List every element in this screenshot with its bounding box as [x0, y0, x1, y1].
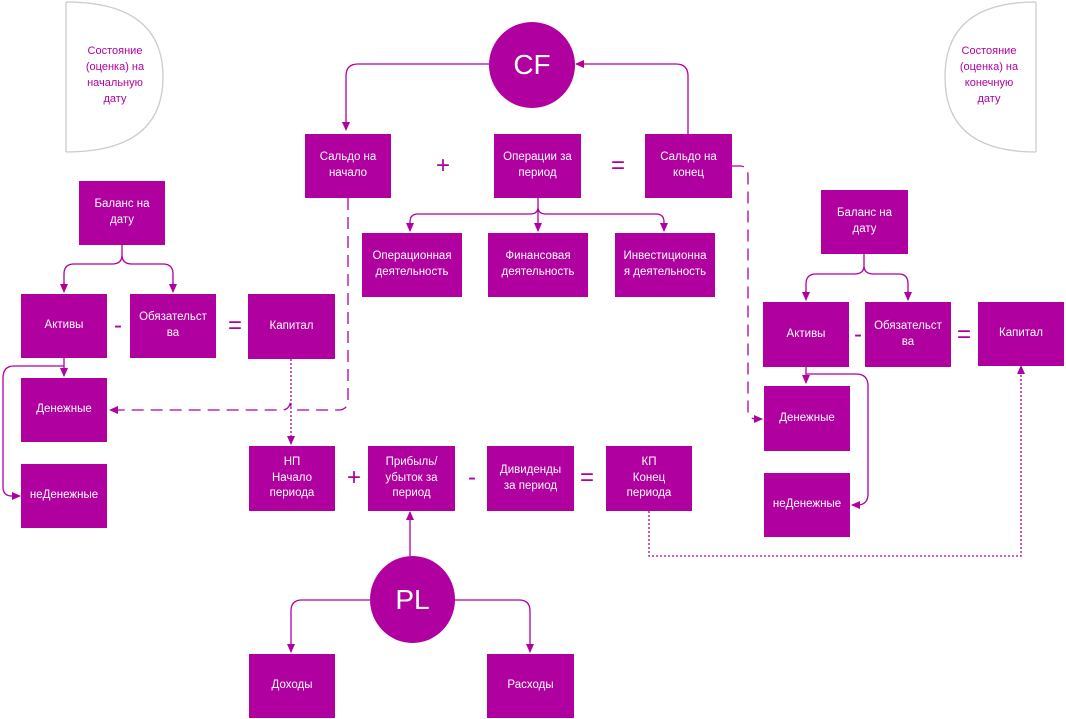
- left-capital: Капитал: [248, 294, 335, 359]
- right-liabilities: Обязательст ва: [865, 302, 951, 367]
- left-assets: Активы: [21, 294, 107, 358]
- investing-activities: Инвестиционна я деятельность: [615, 233, 715, 297]
- expenses: Расходы: [487, 654, 574, 718]
- left-equals-sign: =: [227, 312, 242, 339]
- left-noncash-assets: неДенежные: [21, 464, 107, 528]
- pl-circle: PL: [370, 556, 455, 643]
- start-state-note: Состояние (оценка) на начальную дату: [85, 45, 145, 105]
- end-store-outline: [944, 1, 1037, 153]
- pl-to-income-arrow: [287, 599, 370, 653]
- period-profit-loss: Прибыль/ убыток за период: [368, 446, 455, 511]
- right-cash-assets: Денежные: [764, 386, 850, 451]
- right-capital: Капитал: [978, 302, 1064, 366]
- closing-cash-balance: Сальдо на конец: [645, 134, 732, 198]
- right-assets-to-noncash: [806, 373, 869, 509]
- cf-circle: CF: [489, 22, 575, 108]
- cf-to-opening-arrow: [342, 63, 489, 131]
- left-minus-sign: -: [114, 312, 122, 339]
- equity-closing: КП Конец периода: [606, 446, 692, 511]
- left-cash-assets: Денежные: [21, 378, 107, 442]
- financing-activities: Финансовая деятельность: [488, 233, 588, 297]
- cf-equals-sign: =: [610, 152, 625, 179]
- operating-activities: Операционная деятельность: [362, 233, 462, 297]
- left-balance-tree: [63, 245, 174, 286]
- right-balance-title: Баланс на дату: [821, 190, 908, 254]
- right-minus-sign: -: [854, 321, 862, 348]
- right-assets: Активы: [763, 302, 849, 367]
- pl-to-expenses-arrow: [450, 599, 534, 653]
- equity-opening: НП Начало периода: [249, 446, 335, 511]
- equity-plus-sign: +: [346, 464, 361, 491]
- right-balance-tree: [805, 254, 909, 294]
- right-noncash-assets: неДенежные: [764, 473, 850, 537]
- cf-plus-sign: +: [435, 152, 450, 179]
- equity-closing-to-capital: [648, 365, 1025, 557]
- closing-to-cf-arrow: [575, 60, 689, 134]
- equity-minus-sign: -: [468, 464, 476, 491]
- left-balance-title: Баланс на дату: [79, 181, 165, 245]
- left-assets-to-noncash: [2, 365, 64, 500]
- right-equals-sign: =: [956, 321, 971, 348]
- closing-cf-to-right-cash: [732, 165, 763, 423]
- opening-cf-to-left-cash: [109, 198, 349, 414]
- period-operations: Операции за период: [494, 134, 581, 198]
- period-dividends: Дивиденды за период: [487, 446, 574, 511]
- income: Доходы: [249, 654, 335, 718]
- start-store-outline: [65, 1, 164, 153]
- left-liabilities: Обязательст ва: [130, 294, 216, 358]
- end-state-note: Состояние (оценка) на конечную дату: [959, 45, 1019, 105]
- operations-tree: [409, 198, 665, 230]
- opening-cash-balance: Сальдо на начало: [305, 134, 391, 198]
- equity-equals-sign: =: [579, 464, 594, 491]
